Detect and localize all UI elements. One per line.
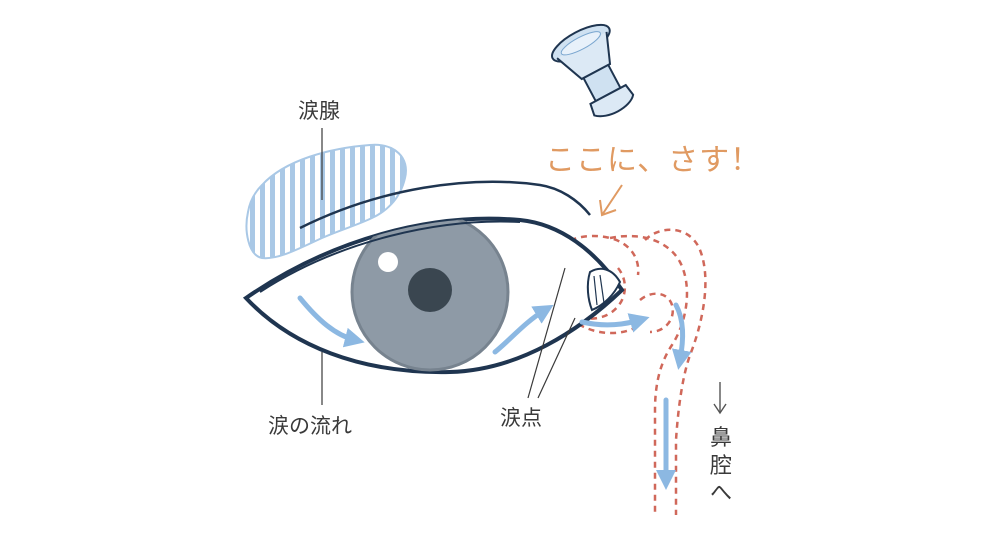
inner-corner bbox=[586, 267, 622, 312]
tear-flow-label: 涙の流れ bbox=[268, 414, 352, 438]
callout-arrow bbox=[599, 184, 623, 217]
punctum-label: 涙点 bbox=[500, 406, 542, 430]
tear-flow-arrows bbox=[297, 295, 692, 490]
lacrimal-gland bbox=[245, 143, 407, 260]
to-nasal-cavity-char-1: 鼻 bbox=[709, 426, 732, 451]
to-nasal-cavity-label: 鼻 腔 へ bbox=[708, 425, 734, 508]
leader-lines bbox=[321, 128, 576, 405]
apply-here-callout: ここに、さす！ bbox=[545, 143, 762, 178]
upper-eyelid-crease bbox=[299, 180, 591, 230]
lacrimal-gland-label: 涙腺 bbox=[298, 99, 340, 123]
eye-highlight bbox=[378, 252, 398, 272]
down-arrow-icon bbox=[713, 382, 727, 415]
pupil bbox=[408, 268, 452, 312]
to-nasal-cavity-char-2: 腔 bbox=[709, 453, 732, 479]
to-nasal-cavity-char-3: へ bbox=[709, 481, 732, 506]
eye-drop-bottle-icon bbox=[551, 23, 635, 118]
